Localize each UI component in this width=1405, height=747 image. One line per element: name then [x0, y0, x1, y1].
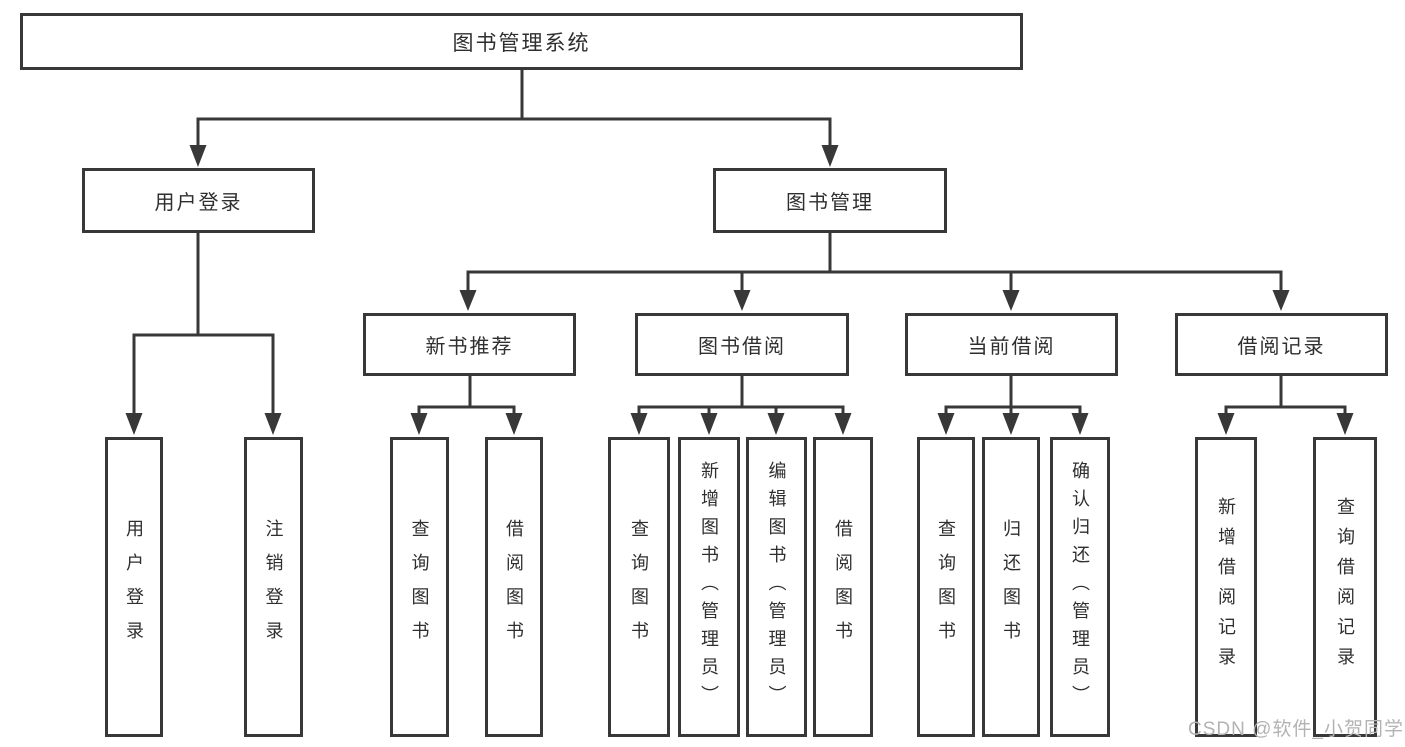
- leaf-return-book: 归还图书: [982, 437, 1040, 737]
- node-book-borrow: 图书借阅: [635, 313, 849, 376]
- node-root: 图书管理系统: [20, 13, 1023, 70]
- leaf-query-borrow-record: 查询借阅记录: [1313, 437, 1377, 737]
- arrowhead-icons: [125, 145, 1354, 435]
- node-user-login: 用户登录: [82, 168, 315, 233]
- node-book-management: 图书管理: [713, 168, 947, 233]
- leaf-borrow-books: 借阅图书: [813, 437, 873, 737]
- node-current-borrow: 当前借阅: [905, 313, 1118, 376]
- leaf-query-books-current: 查询图书: [917, 437, 975, 737]
- leaf-user-login: 用户登录: [105, 437, 163, 737]
- node-new-book-recommend: 新书推荐: [363, 313, 576, 376]
- leaf-confirm-return-admin: 确认归还（管理员）: [1050, 437, 1110, 737]
- watermark: CSDN @软件_小贺同学: [1188, 719, 1404, 740]
- leaf-add-borrow-record: 新增借阅记录: [1195, 437, 1257, 737]
- leaf-add-book-admin: 新增图书（管理员）: [678, 437, 740, 737]
- leaf-edit-book-admin: 编辑图书（管理员）: [746, 437, 807, 737]
- leaf-query-books-borrow: 查询图书: [608, 437, 670, 737]
- leaf-borrow-books-recommend: 借阅图书: [485, 437, 543, 737]
- leaf-logout: 注销登录: [244, 437, 303, 737]
- leaf-query-books-recommend: 查询图书: [390, 437, 449, 737]
- node-borrow-records: 借阅记录: [1175, 313, 1388, 376]
